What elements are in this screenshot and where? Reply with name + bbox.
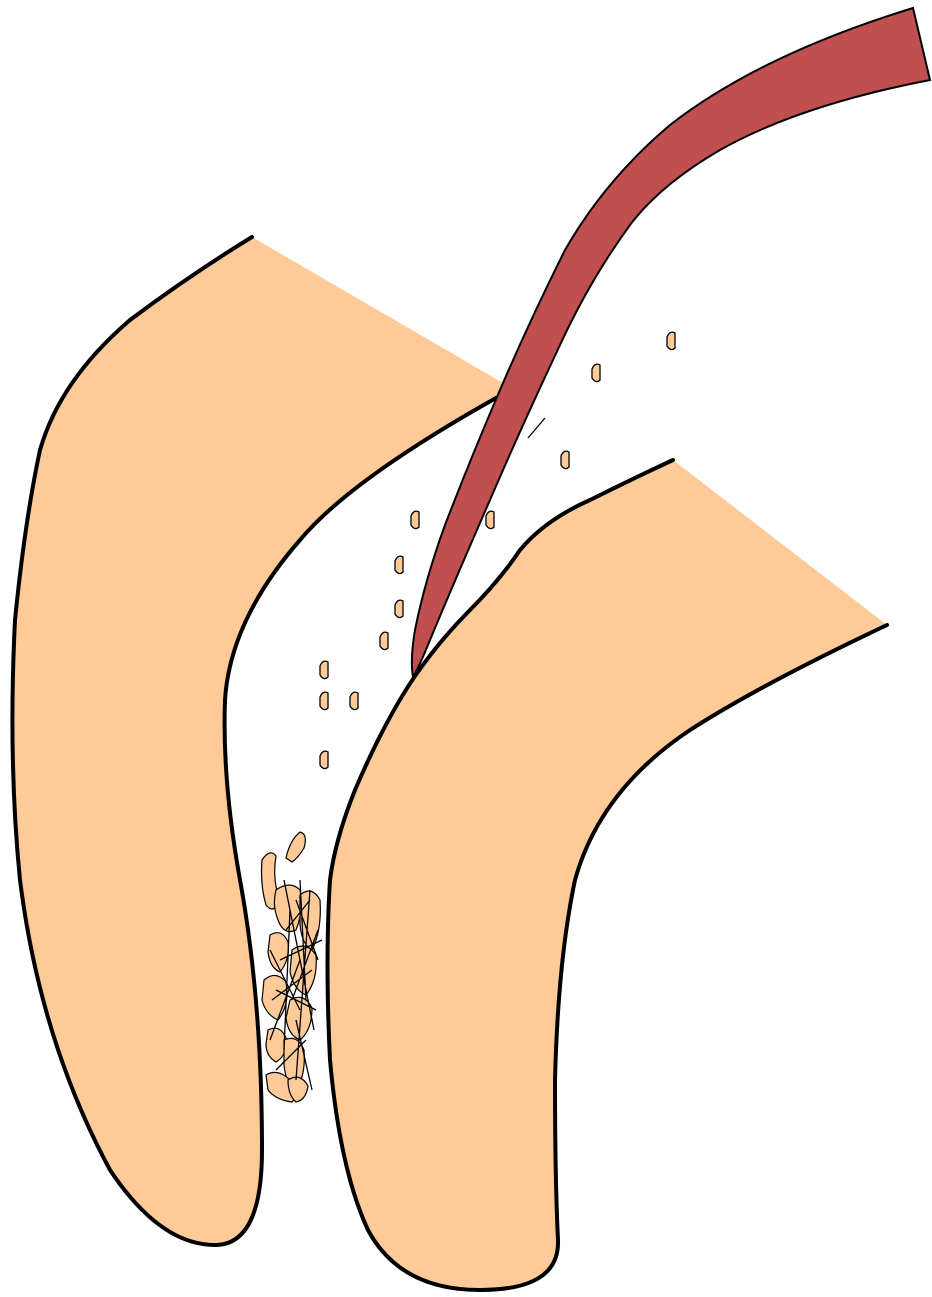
particle <box>320 692 328 710</box>
particle <box>320 661 328 679</box>
particle <box>350 692 358 710</box>
particle <box>380 632 388 650</box>
particle <box>320 751 328 769</box>
debris-fragment <box>286 832 305 862</box>
particle <box>561 451 569 469</box>
particle <box>395 556 403 574</box>
right-flap-cut-face <box>328 460 888 1290</box>
needle-scratch <box>528 418 545 438</box>
debris-cluster <box>262 832 323 1102</box>
debris-fragment <box>266 1028 286 1062</box>
particle <box>592 364 600 382</box>
right-tissue-flap <box>328 460 888 1290</box>
particle <box>667 332 675 350</box>
debris-fragment <box>274 885 301 932</box>
particle <box>411 511 419 528</box>
particle <box>395 600 403 618</box>
particle <box>486 511 494 528</box>
